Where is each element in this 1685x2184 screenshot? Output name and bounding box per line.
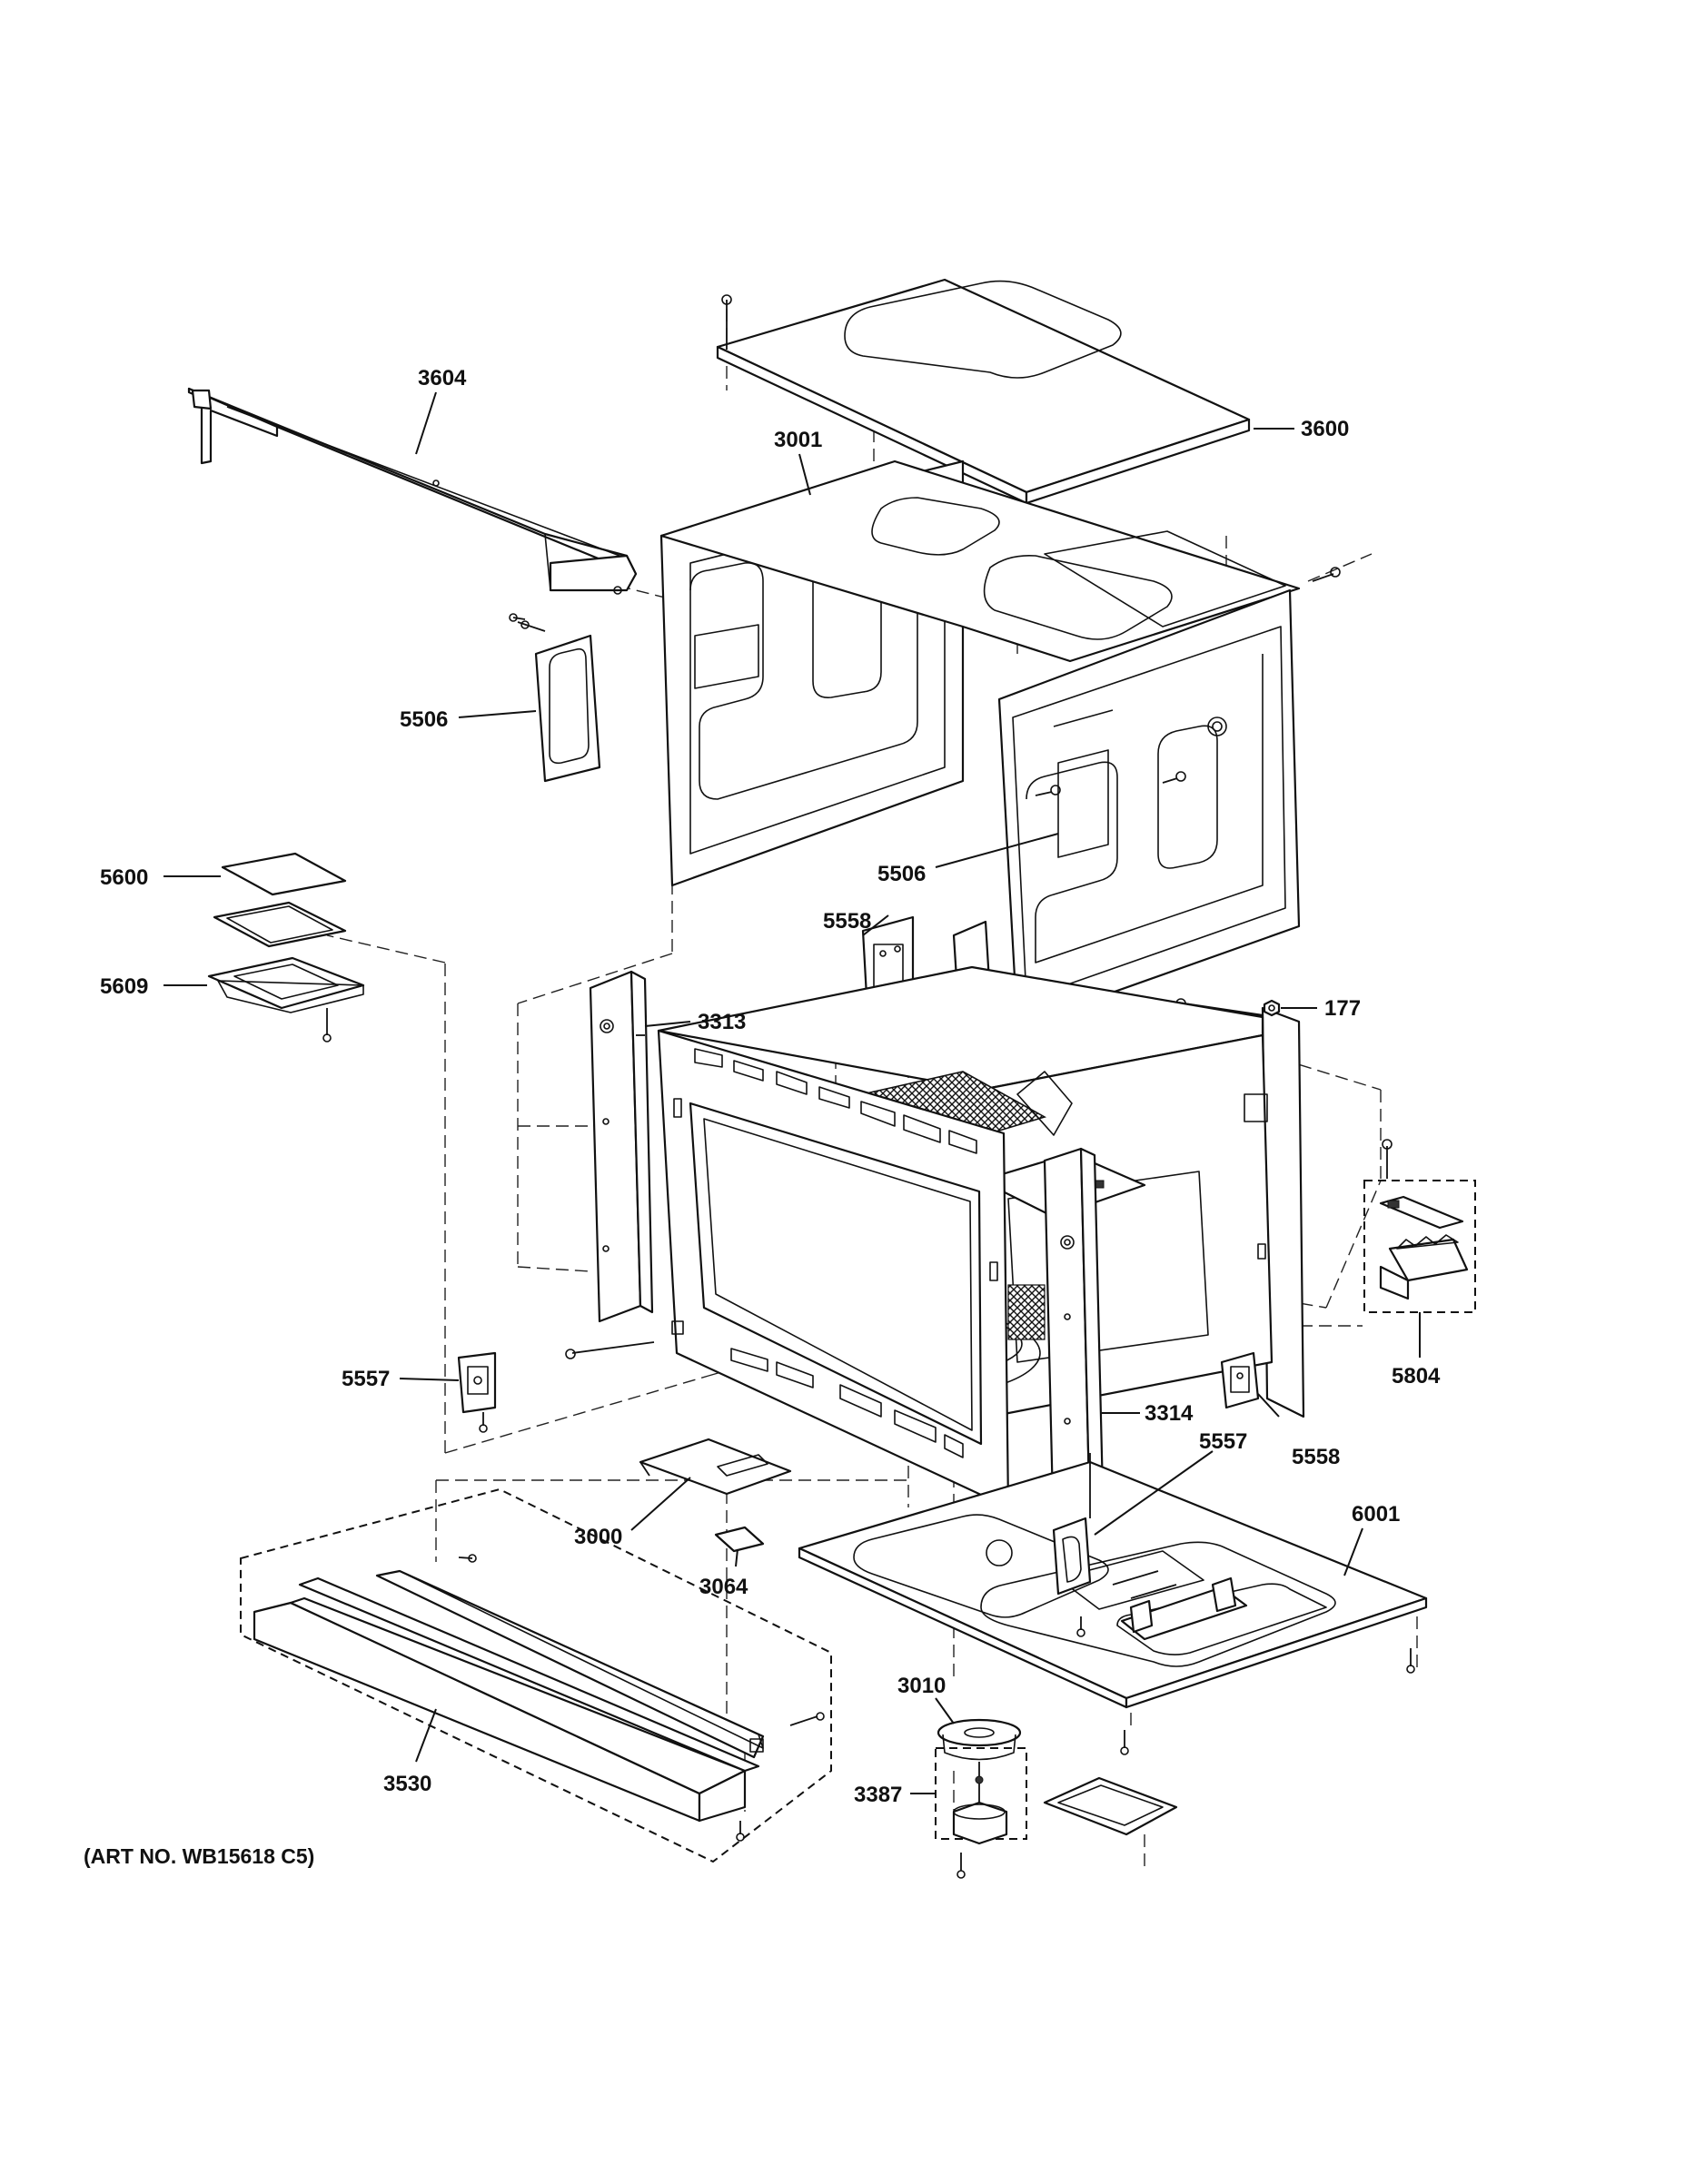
callout-3313: 3313 — [698, 1010, 746, 1034]
callout-3001: 3001 — [774, 428, 822, 452]
terminal-block-5804 — [1363, 1139, 1476, 1313]
seal-5506-left — [517, 586, 622, 783]
base-plate-6001 — [798, 1453, 1428, 1755]
callout-3064: 3064 — [699, 1575, 748, 1599]
callout-5609: 5609 — [100, 974, 148, 999]
vent-grill — [1007, 1284, 1046, 1340]
frame-5609 — [207, 956, 365, 1043]
kickplate-3530 — [240, 1487, 832, 1863]
art-number: (ART NO. WB15618 C5) — [84, 1844, 314, 1868]
cover-3000 — [639, 1438, 792, 1496]
gasket-5600 — [213, 901, 347, 948]
callout-5557-right: 5557 — [1199, 1429, 1247, 1454]
nut-177 — [1263, 999, 1281, 1017]
bracket-5557-left — [457, 1351, 497, 1433]
callout-5558-lower: 5558 — [1292, 1445, 1340, 1469]
callout-3530: 3530 — [383, 1772, 431, 1796]
callout-5558-upper: 5558 — [823, 909, 871, 934]
front-vents-bottom — [730, 1348, 964, 1458]
upright-3313 — [589, 970, 654, 1323]
motor-3010-3387 — [935, 1718, 1178, 1879]
callout-3010: 3010 — [897, 1674, 946, 1698]
callout-5506-left: 5506 — [400, 707, 448, 732]
callout-3387: 3387 — [854, 1783, 902, 1807]
callout-3604: 3604 — [418, 366, 467, 390]
callout-3314: 3314 — [1145, 1401, 1194, 1426]
oven-cavity — [565, 920, 1305, 1509]
upright-3314 — [1043, 1147, 1105, 1541]
cover-5600 — [221, 852, 347, 896]
callout-5804: 5804 — [1392, 1364, 1441, 1388]
front-vents-top — [694, 1048, 977, 1154]
callout-3000: 3000 — [574, 1525, 622, 1549]
callout-3600: 3600 — [1301, 417, 1349, 441]
trim-rail-3604 — [187, 387, 638, 622]
top-panel-3600 — [716, 278, 1251, 505]
callout-5506-right: 5506 — [877, 862, 926, 886]
bracket-5558-lower — [1220, 1351, 1260, 1409]
callout-177: 177 — [1324, 996, 1361, 1021]
wrapper-3001 — [659, 460, 1341, 1028]
callouts: 3604 3600 3001 5506 5506 5600 5609 5558 … — [100, 366, 1441, 1807]
pad-3064 — [714, 1526, 765, 1553]
callout-5600: 5600 — [100, 865, 148, 890]
callout-5557-left: 5557 — [342, 1367, 390, 1391]
callout-6001: 6001 — [1352, 1502, 1400, 1527]
